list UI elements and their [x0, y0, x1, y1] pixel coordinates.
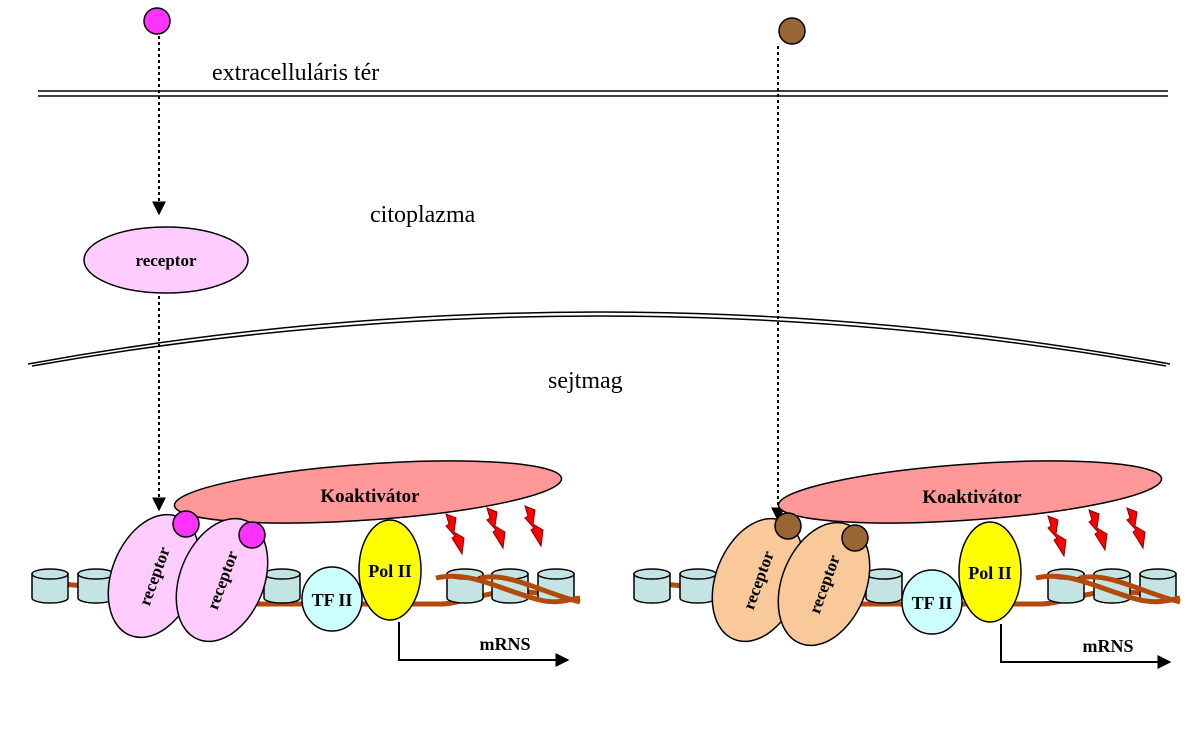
- coactivator-left-label: Koaktivátor: [320, 486, 420, 507]
- nucleosome-left-3: [263, 568, 301, 604]
- cytoplasmic-receptor: [83, 226, 249, 294]
- coactivator-left: [173, 460, 563, 524]
- extracellular-label: extracelluláris tér: [212, 60, 379, 86]
- activation-bolt-left-1: [445, 513, 465, 555]
- ligand-right-extracellular: [778, 17, 806, 45]
- mrna-right-label: mRNS: [1082, 636, 1133, 656]
- dna-wrap-left-2: [479, 574, 581, 605]
- activation-bolt-right-3: [1126, 507, 1146, 549]
- transcription-arrow-left: [398, 622, 570, 667]
- dna-wrap-right-2: [1079, 574, 1181, 605]
- nucleosome-left-1: [31, 568, 69, 604]
- mrna-left-label: mRNS: [479, 634, 530, 654]
- receptor-left-2: [175, 517, 269, 643]
- nucleosome-right-3: [865, 568, 903, 604]
- ligand-right-bound-2: [841, 524, 869, 552]
- activation-bolt-right-1: [1047, 515, 1067, 557]
- nuclear-envelope-inner: [31, 315, 1167, 367]
- transcription-arrow-right: [1000, 624, 1172, 669]
- activation-bolt-left-3: [524, 505, 544, 547]
- cytoplasm-label: citoplazma: [370, 202, 476, 228]
- cytoplasmic-receptor-label: receptor: [135, 251, 196, 270]
- tf2-left: [301, 566, 363, 632]
- nucleosome-right-2: [679, 568, 717, 604]
- tf2-right-label: TF II: [912, 593, 953, 613]
- nucleus-label: sejtmag: [548, 368, 623, 394]
- pol2-right: [958, 521, 1022, 623]
- pol2-left-label: Pol II: [368, 561, 412, 581]
- pol2-left: [358, 519, 422, 621]
- ligand-left-bound-1: [172, 510, 200, 538]
- activation-bolt-right-2: [1088, 509, 1108, 551]
- receptor-right-2: [777, 521, 871, 647]
- pol2-right-label: Pol II: [968, 563, 1012, 583]
- nucleosome-right-1: [633, 568, 671, 604]
- nuclear-envelope-outer: [27, 311, 1171, 365]
- ligand-right-bound-1: [774, 512, 802, 540]
- activation-bolt-left-2: [486, 507, 506, 549]
- coactivator-right: [777, 460, 1163, 524]
- ligand-left-extracellular: [143, 7, 171, 35]
- coactivator-right-label: Koaktivátor: [922, 487, 1022, 508]
- tf2-left-label: TF II: [312, 590, 353, 610]
- tf2-right: [901, 569, 963, 635]
- ligand-left-bound-2: [238, 521, 266, 549]
